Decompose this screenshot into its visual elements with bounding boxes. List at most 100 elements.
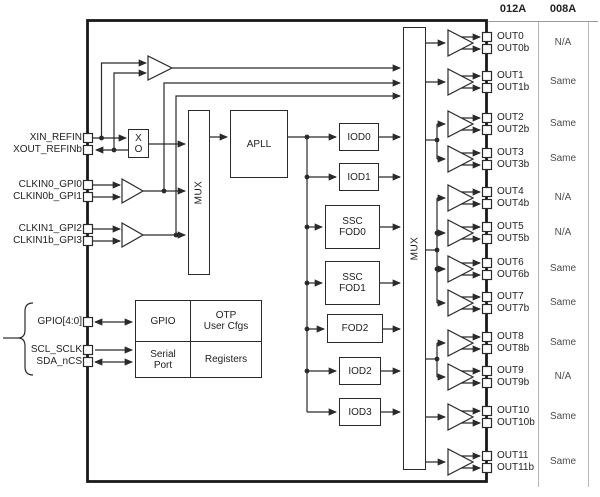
compat-value-10: Same [549, 411, 577, 422]
registers-label: Registers [204, 354, 248, 365]
clkin1-buffer-icon [121, 221, 145, 249]
out5b-label: OUT5b [497, 233, 530, 244]
compat-value-6: Same [549, 263, 577, 274]
serial-port-label-line1: Serial [150, 348, 176, 360]
pin-label-clkin0b: CLKIN0b_GPI1 [13, 191, 82, 202]
out4-label: OUT4 [497, 186, 524, 197]
out7b-label: OUT7b [497, 303, 530, 314]
compat-value-11: Same [549, 456, 577, 467]
compat-value-7: Same [549, 297, 577, 308]
ref-buffer-icon [147, 55, 174, 81]
out3b-label: OUT3b [497, 159, 530, 170]
pin-label-gpio: GPIO[4:0] [37, 316, 82, 327]
out6-label: OUT6 [497, 257, 524, 268]
gpio-brace [17, 302, 34, 376]
junction-dots [99, 134, 440, 374]
input-mux-block: MUX [188, 110, 210, 275]
pin-label-clkin1b: CLKIN1b_GPI3 [13, 235, 82, 246]
iod1-label: IOD1 [347, 171, 371, 183]
compat-value-1: Same [549, 76, 577, 87]
out4b-label: OUT4b [497, 198, 530, 209]
out5-label: OUT5 [497, 221, 524, 232]
input-mux-label: MUX [193, 180, 205, 205]
out2-label: OUT2 [497, 112, 524, 123]
out7-label: OUT7 [497, 291, 524, 302]
compat-value-0: N/A [554, 37, 572, 48]
fod2-label: FOD2 [341, 323, 369, 334]
column-header-008a: 008A [549, 3, 577, 15]
xo-label-o: O [134, 143, 143, 155]
registers-block: Registers [191, 342, 261, 377]
pin-label-sda: SDA_nCS [36, 356, 82, 367]
pin-label-scl: SCL_SCLK [30, 344, 82, 355]
compat-value-2: Same [549, 118, 577, 129]
otp-block: OTP User Cfgs [191, 301, 261, 342]
column-header-012a: 012A [499, 3, 527, 15]
compat-value-4: N/A [554, 192, 572, 203]
out8b-label: OUT8b [497, 343, 530, 354]
otp-label-line1: OTP [215, 310, 237, 321]
output-buffer-triangles [447, 29, 475, 476]
ssc-fod0-block: SSC FOD0 [325, 205, 380, 249]
ssc-fod1-label-line2: FOD1 [339, 283, 366, 294]
control-block: GPIO OTP User Cfgs Serial Port Registers [135, 300, 262, 378]
gpio-serial-wires [3, 302, 134, 376]
out9b-label: OUT9b [497, 377, 530, 388]
crystal-oscillator-block: X O [128, 129, 149, 158]
ssc-fod1-block: SSC FOD1 [325, 261, 380, 305]
pin-label-xout: XOUT_REFINb [13, 144, 82, 155]
out0-label: OUT0 [497, 31, 524, 42]
ssc-fod0-label-line2: FOD0 [339, 227, 366, 238]
clkin0-buffer-icon [121, 177, 145, 205]
compat-value-8: Same [549, 337, 577, 348]
pin-label-clkin1: CLKIN1_GPI2 [18, 223, 82, 234]
chip-boundary [86, 19, 488, 483]
output-mux-wires [426, 39, 447, 466]
out9-label: OUT9 [497, 365, 524, 376]
out10b-label: OUT10b [497, 417, 535, 428]
compat-table-lines [488, 21, 598, 487]
iod0-block: IOD0 [339, 123, 379, 151]
otp-label-line2: User Cfgs [203, 321, 249, 332]
iod2-block: IOD2 [339, 357, 381, 385]
gpio-block: GPIO [136, 301, 191, 342]
iod1-block: IOD1 [339, 163, 379, 191]
compat-value-9: N/A [554, 371, 572, 382]
input-wires [93, 59, 402, 245]
input-buffer-triangles [121, 55, 174, 249]
serial-port-block: Serial Port [136, 342, 191, 377]
output-mux-block: MUX [403, 27, 426, 470]
out1b-label: OUT1b [497, 82, 530, 93]
output-pin-squares [481, 31, 493, 474]
serial-port-label-line2: Port [153, 359, 173, 371]
apll-label: APLL [246, 138, 272, 150]
pll-divider-wires [210, 133, 402, 416]
out10-label: OUT10 [497, 405, 530, 416]
fod2-block: FOD2 [327, 314, 383, 343]
out8-label: OUT8 [497, 331, 524, 342]
gpio-label: GPIO [150, 315, 176, 327]
out1-label: OUT1 [497, 70, 524, 81]
out11-label: OUT11 [497, 450, 529, 461]
compat-value-3: Same [549, 153, 577, 164]
out11b-label: OUT11b [497, 462, 535, 473]
ssc-fod1-label-line1: SSC [342, 272, 363, 283]
output-mux-label: MUX [409, 236, 421, 261]
pin-label-xin: XIN_REFIN [29, 132, 82, 143]
out2b-label: OUT2b [497, 124, 530, 135]
out6b-label: OUT6b [497, 269, 530, 280]
ssc-fod0-label-line1: SSC [342, 216, 363, 227]
apll-block: APLL [230, 110, 288, 178]
